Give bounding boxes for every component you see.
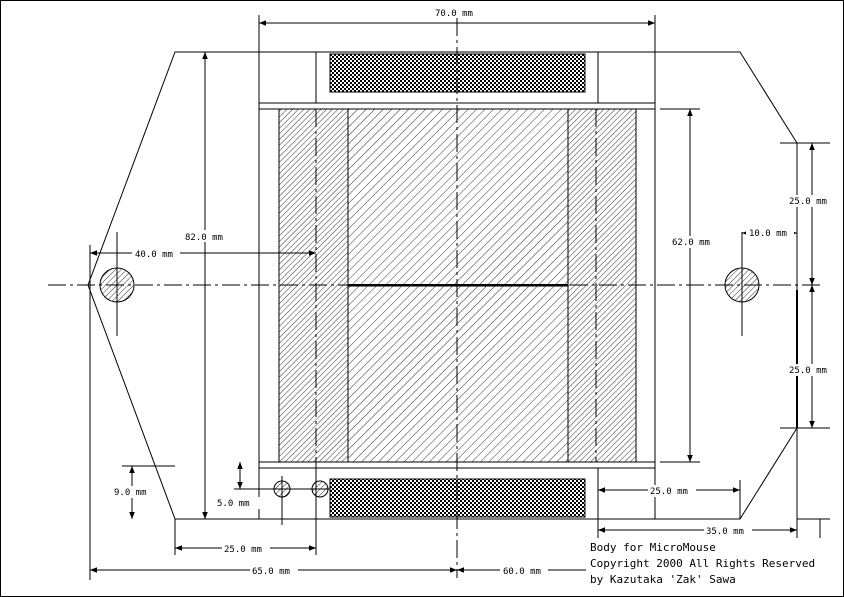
upper-motor	[347, 108, 569, 286]
dim-right-height: 62.0 mm	[672, 238, 710, 248]
dim-right-upper: 25.0 mm	[789, 197, 827, 207]
dim-bottom-right-35: 35.0 mm	[706, 527, 744, 537]
dim-small-gap: 5.0 mm	[217, 499, 250, 509]
title-line-2: Copyright 2000 All Rights Reserved	[590, 557, 815, 570]
dim-right-lower: 25.0 mm	[789, 366, 827, 376]
title-line-1: Body for MicroMouse	[590, 541, 716, 554]
dim-bottom-left-width: 25.0 mm	[224, 545, 262, 555]
dim-center-offset: 40.0 mm	[135, 250, 173, 260]
lower-motor	[347, 285, 569, 463]
title-line-3: by Kazutaka 'Zak' Sawa	[590, 573, 736, 586]
dim-top-width: 70.0 mm	[435, 9, 473, 19]
title-block: Body for MicroMouse Copyright 2000 All R…	[586, 538, 832, 588]
dim-total-left: 65.0 mm	[252, 567, 290, 577]
dim-lower-left-height: 9.0 mm	[114, 488, 147, 498]
body-outline	[87, 51, 798, 520]
dim-left-height: 82.0 mm	[185, 233, 223, 243]
dim-total-right: 60.0 mm	[503, 567, 541, 577]
dim-bottom-right-width: 25.0 mm	[650, 487, 688, 497]
dim-hole-offset: 10.0 mm	[749, 229, 787, 239]
